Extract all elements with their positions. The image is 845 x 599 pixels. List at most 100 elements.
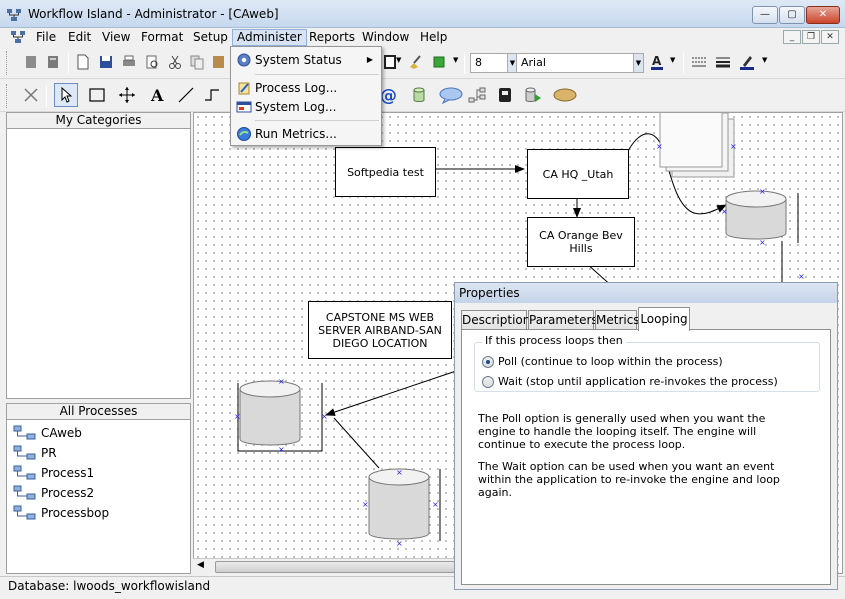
all-processes-list[interactable]: CAweb PR Process1 Process2 Processbop — [6, 420, 191, 574]
font-color-icon[interactable]: A — [648, 53, 666, 71]
menu-help[interactable]: Help — [420, 30, 448, 44]
menu-window[interactable]: Window — [362, 30, 410, 44]
menu-system-log[interactable]: System Log... — [233, 97, 379, 117]
menu-view[interactable]: View — [102, 30, 131, 44]
print-icon[interactable] — [120, 53, 138, 71]
canvas-horizontal-scrollbar[interactable]: ◀ — [193, 558, 458, 574]
tab-metrics[interactable]: Metrics — [595, 310, 640, 330]
print-preview-icon[interactable] — [143, 53, 161, 71]
mdi-close-button[interactable]: ✕ — [821, 30, 839, 44]
connection-point[interactable]: × — [396, 468, 403, 477]
run-database-icon[interactable] — [524, 86, 542, 104]
font-name-select[interactable]: Arial ▼ — [516, 53, 644, 73]
menu-system-status[interactable]: System Status ▶ — [233, 50, 379, 70]
connection-point[interactable]: × — [278, 377, 285, 386]
menu-format[interactable]: Format — [141, 30, 184, 44]
font-size-select[interactable]: 8 ▼ — [470, 53, 518, 73]
rectangle-tool-icon[interactable] — [88, 86, 106, 104]
menu-reports[interactable]: Reports — [309, 30, 356, 44]
mdi-restore-button[interactable]: ❐ — [802, 30, 820, 44]
connection-point[interactable]: × — [396, 539, 403, 548]
wait-radio[interactable]: Wait (stop until application re-invokes … — [482, 374, 778, 390]
paste-icon[interactable] — [210, 53, 228, 71]
node-ca-orange-bev-hills[interactable]: CA Orange Bev Hills — [527, 217, 635, 267]
elbow-connector-icon[interactable] — [203, 86, 221, 104]
terminator-shape-icon[interactable] — [552, 86, 578, 104]
database-bottom-icon[interactable] — [368, 468, 441, 541]
fill-brush-icon[interactable] — [406, 53, 424, 71]
list-item[interactable]: CAweb — [13, 424, 82, 442]
connection-point[interactable]: × — [656, 142, 663, 151]
text-tool-icon[interactable]: A — [148, 86, 166, 104]
menu-administer[interactable]: Administer — [232, 29, 307, 46]
connector-hq-database[interactable] — [627, 133, 727, 215]
scissors-icon[interactable] — [166, 53, 184, 71]
connection-point[interactable]: × — [362, 500, 369, 509]
close-button[interactable]: ✕ — [806, 6, 840, 24]
save-icon[interactable] — [97, 53, 115, 71]
email-icon[interactable]: @ — [380, 86, 398, 104]
connection-point[interactable]: × — [759, 238, 766, 247]
line-color-dropdown[interactable]: ▼ — [396, 56, 402, 64]
new-document-icon[interactable] — [74, 53, 92, 71]
copy-icon[interactable] — [188, 53, 206, 71]
line-style-icon[interactable] — [690, 53, 708, 71]
connection-point[interactable]: × — [432, 500, 439, 509]
database-green-icon[interactable] — [410, 86, 428, 104]
line-weight-icon[interactable] — [714, 53, 732, 71]
database-left-icon[interactable] — [237, 380, 323, 452]
process-tree-icon[interactable] — [468, 86, 486, 104]
connector-to-left-database[interactable] — [325, 370, 457, 416]
connection-point[interactable]: × — [721, 207, 728, 216]
fill-color-icon[interactable] — [430, 53, 448, 71]
list-item[interactable]: Process1 — [13, 464, 94, 482]
fill-color-dropdown[interactable]: ▼ — [453, 56, 459, 64]
document-icon[interactable] — [10, 29, 26, 45]
line-tool-icon[interactable] — [177, 86, 195, 104]
scroll-thumb[interactable] — [215, 561, 455, 573]
font-color-dropdown[interactable]: ▼ — [670, 56, 676, 64]
menu-file[interactable]: File — [36, 30, 57, 44]
list-item[interactable]: Process2 — [13, 484, 94, 502]
mdi-minimize-button[interactable]: _ — [783, 30, 801, 44]
connection-point[interactable]: × — [759, 187, 766, 196]
connection-point[interactable]: × — [278, 445, 285, 454]
line-color-icon[interactable] — [382, 53, 400, 71]
tab-looping[interactable]: Looping — [638, 307, 690, 331]
toolbar-grip[interactable] — [6, 84, 9, 108]
tab-description[interactable]: Description — [461, 310, 530, 330]
menu-run-metrics[interactable]: Run Metrics... — [233, 124, 379, 144]
font-name-dropdown-arrow[interactable]: ▼ — [633, 54, 643, 72]
connection-point[interactable]: × — [798, 272, 805, 281]
documents-stack-icon[interactable] — [659, 113, 735, 178]
minimize-button[interactable]: — — [752, 6, 778, 24]
select-pointer-icon[interactable] — [54, 83, 78, 107]
my-categories-list[interactable] — [6, 129, 191, 399]
tab-parameters[interactable]: Parameters — [528, 310, 598, 330]
maximize-button[interactable]: ▢ — [779, 6, 805, 24]
menu-process-log[interactable]: Process Log... — [233, 78, 379, 98]
book-icon[interactable] — [44, 53, 62, 71]
list-item[interactable]: Processbop — [13, 504, 109, 522]
delete-x-icon[interactable] — [22, 86, 40, 104]
pen-color-dropdown[interactable]: ▼ — [762, 56, 768, 64]
node-softpedia-test[interactable]: Softpedia test — [335, 147, 436, 197]
scroll-left-arrow-icon[interactable]: ◀ — [197, 560, 204, 570]
connection-point[interactable]: × — [730, 142, 737, 151]
move-tool-icon[interactable] — [118, 86, 136, 104]
comment-bubble-icon[interactable] — [438, 86, 464, 104]
menu-edit[interactable]: Edit — [68, 30, 92, 44]
node-capstone-ms-web-server[interactable]: CAPSTONE MS WEB SERVER AIRBAND-SAN DIEGO… — [308, 301, 452, 359]
poll-radio[interactable]: Poll (continue to loop within the proces… — [482, 354, 723, 370]
connection-point[interactable]: × — [321, 412, 328, 421]
toolbar-grip[interactable] — [6, 51, 9, 75]
menu-setup[interactable]: Setup — [193, 30, 228, 44]
pen-color-icon[interactable] — [738, 53, 756, 71]
cut-disabled-icon[interactable] — [22, 53, 40, 71]
node-ca-hq-utah[interactable]: CA HQ _Utah — [527, 149, 629, 199]
connection-point[interactable]: × — [234, 412, 241, 421]
program-icon[interactable] — [496, 86, 514, 104]
database-right-icon[interactable] — [725, 190, 799, 243]
list-item[interactable]: PR — [13, 444, 57, 462]
font-size-dropdown-arrow[interactable]: ▼ — [507, 54, 517, 72]
